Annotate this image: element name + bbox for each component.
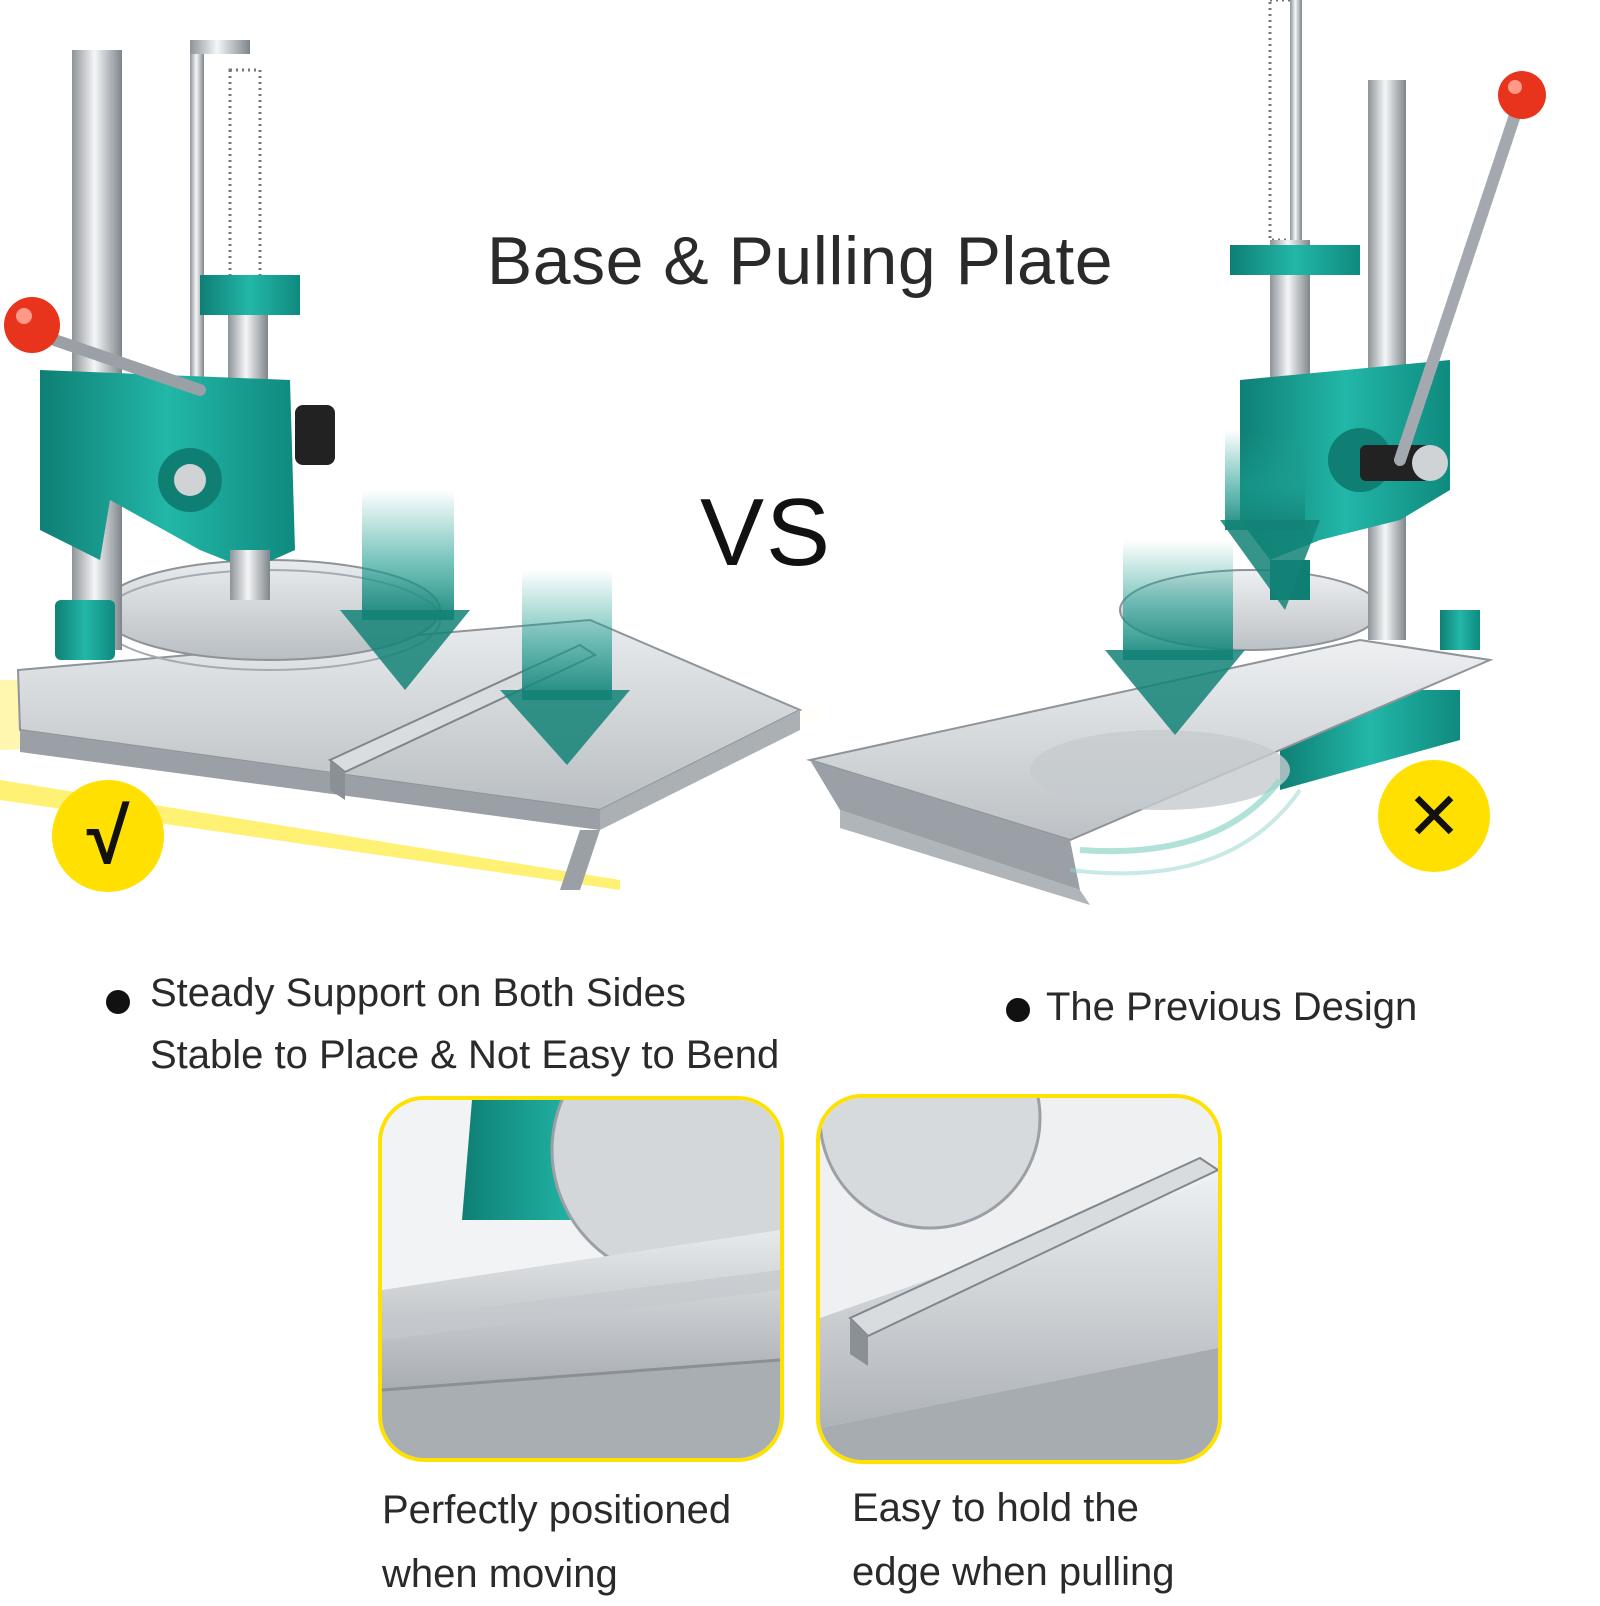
zoom-panel-left — [378, 1096, 784, 1462]
arrow-down-icon — [1220, 430, 1320, 610]
cross-icon: ✕ — [1378, 760, 1490, 872]
check-icon: √ — [52, 780, 164, 892]
bullet-dot — [1006, 998, 1030, 1022]
caption-line: Easy to hold the — [852, 1486, 1139, 1530]
bullet-dot — [106, 990, 130, 1014]
zoom-panel-right — [816, 1094, 1222, 1464]
left-caption: Perfectly positioned when moving — [382, 1478, 731, 1606]
new-design-press-illustration — [0, 40, 820, 890]
caption-line: when moving — [382, 1552, 618, 1596]
tray-closeup-left — [382, 1100, 780, 1458]
previous-design-press-illustration — [806, 0, 1546, 905]
vs-label: VS — [700, 479, 833, 586]
bullet-line-1: The Previous Design — [1046, 985, 1418, 1029]
caption-line: Perfectly positioned — [382, 1488, 732, 1532]
right-caption: Easy to hold the edge when pulling — [852, 1476, 1174, 1604]
new-design-bullet: Steady Support on Both Sides Stable to P… — [150, 962, 779, 1086]
arrow-down-icon — [500, 570, 630, 765]
caption-line: edge when pulling — [852, 1550, 1175, 1594]
previous-design-bullet: The Previous Design — [1046, 976, 1417, 1038]
bullet-line-1: Steady Support on Both Sides — [150, 971, 686, 1015]
arrow-down-icon — [340, 490, 470, 690]
page-title: Base & Pulling Plate — [486, 223, 1114, 299]
arrow-down-icon — [1105, 540, 1245, 735]
bullet-line-2: Stable to Place & Not Easy to Bend — [150, 1033, 780, 1077]
tray-closeup-right — [820, 1098, 1218, 1460]
